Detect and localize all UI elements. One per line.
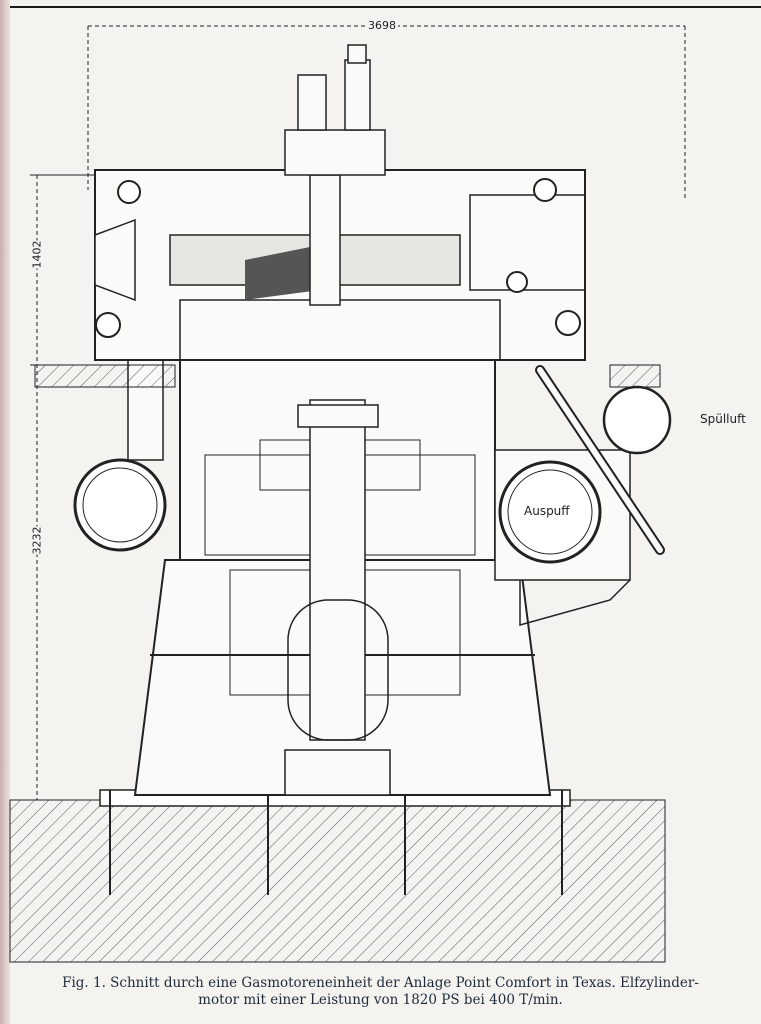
- figure-caption: Fig. 1. Schnitt durch eine Gasmotorenein…: [0, 975, 761, 1009]
- exhaust-pipe-left: [73, 458, 167, 552]
- gas-valve: [94, 218, 136, 302]
- floor-beam-right: [609, 364, 661, 388]
- foundation: [9, 799, 666, 963]
- caption-line-1: Fig. 1. Schnitt durch eine Gasmotorenein…: [62, 975, 699, 991]
- caption-line-2: motor mit einer Leistung von 1820 PS bei…: [198, 992, 563, 1008]
- dimension-upper-height-label: 1402: [30, 240, 44, 269]
- crankshaft: [309, 399, 366, 741]
- dimension-width-label: 3698: [366, 19, 398, 32]
- scavenging-air-label: Spülluft: [700, 412, 746, 426]
- scavenging-air-pipe: [602, 385, 672, 455]
- anchor-bolts: [109, 790, 563, 895]
- governor-housing: [284, 129, 386, 176]
- floor-beam-left: [34, 364, 176, 388]
- dimension-lines: [36, 25, 686, 800]
- page-edge: [0, 0, 10, 1024]
- dimension-lower-height-label: 3232: [30, 526, 44, 555]
- exhaust-label: Auspuff: [524, 504, 570, 518]
